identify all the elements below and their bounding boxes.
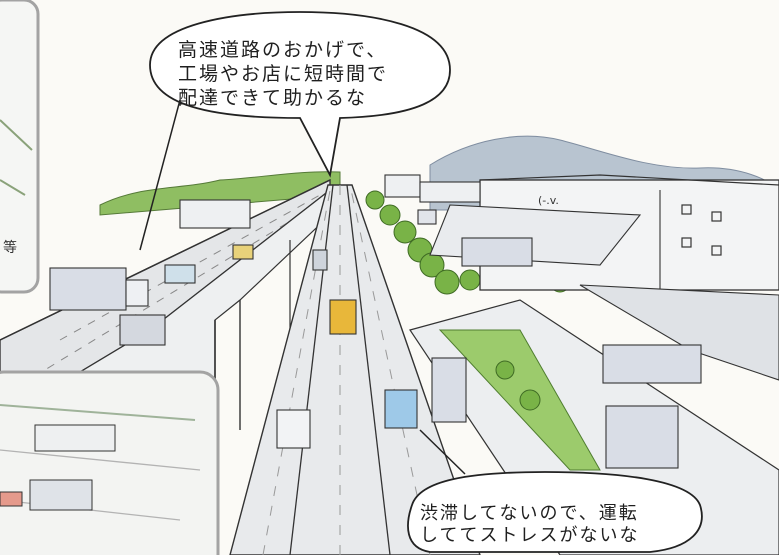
factory-sign: (-.v. [538,194,559,207]
speech-bubble-bottom-text: 渋滞してないので、運転 しててストレスがないな [420,503,639,547]
inset-panel-top-left [0,0,40,294]
speech-bubble-bottom [407,471,703,553]
bubble-bottom-line1: 渋滞してないので、運転 [420,503,639,524]
bubble-top-line2: 工場やお店に短時間で [178,63,389,85]
inset-panel-label: 等 [3,240,17,256]
main-highway [229,184,481,555]
speech-bubble-top-text: 高速道路のおかげで、 工場やお店に短時間で 配達できて助かるな [178,38,388,110]
bubble-top-line1: 高速道路のおかげで、 [178,39,388,61]
vehicles [49,209,702,469]
bubble-top-line3: 配達できて助かるな [178,87,368,109]
bubble-bottom-line2: しててストレスがないな [420,525,640,546]
speech-bubble-top [149,11,451,178]
inset-panel-bottom-left [0,370,220,555]
